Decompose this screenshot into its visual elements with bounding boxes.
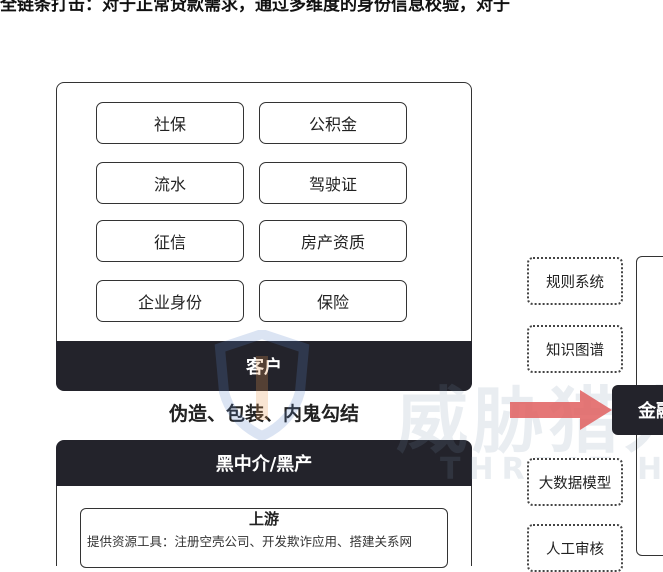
black-intermediary-panel xyxy=(56,486,472,566)
header-text: 全链条打击：对于正常贷款需求，通过多维度的身份信息校验，对于 xyxy=(0,0,510,15)
material-property-qualification: 房产资质 xyxy=(259,220,407,262)
material-bank-statement: 流水 xyxy=(96,162,244,204)
arrow-right-icon xyxy=(510,390,612,430)
material-enterprise-identity: 企业身份 xyxy=(96,280,244,322)
material-housing-fund: 公积金 xyxy=(259,102,407,144)
material-credit-report: 征信 xyxy=(96,220,244,262)
upstream-desc: 提供资源工具：注册空壳公司、开发欺诈应用、搭建关系网 xyxy=(87,534,413,549)
control-big-data-model: 大数据模型 xyxy=(527,458,623,506)
finance-bar: 金融 xyxy=(612,385,663,435)
control-rule-system: 规则系统 xyxy=(527,257,623,305)
fraud-label: 伪造、包装、内鬼勾结 xyxy=(168,403,359,425)
upstream-box: 上游 提供资源工具：注册空壳公司、开发欺诈应用、搭建关系网 xyxy=(80,508,448,568)
upstream-title: 上游 xyxy=(248,510,279,528)
material-social-security: 社保 xyxy=(96,102,244,144)
material-driver-license: 驾驶证 xyxy=(259,162,407,204)
black-intermediary-bar: 黑中介/黑产 xyxy=(56,440,472,486)
control-manual-review: 人工审核 xyxy=(527,524,623,572)
control-knowledge-graph: 知识图谱 xyxy=(527,325,623,373)
customer-bar: 客户 xyxy=(56,341,472,391)
material-insurance: 保险 xyxy=(259,280,407,322)
